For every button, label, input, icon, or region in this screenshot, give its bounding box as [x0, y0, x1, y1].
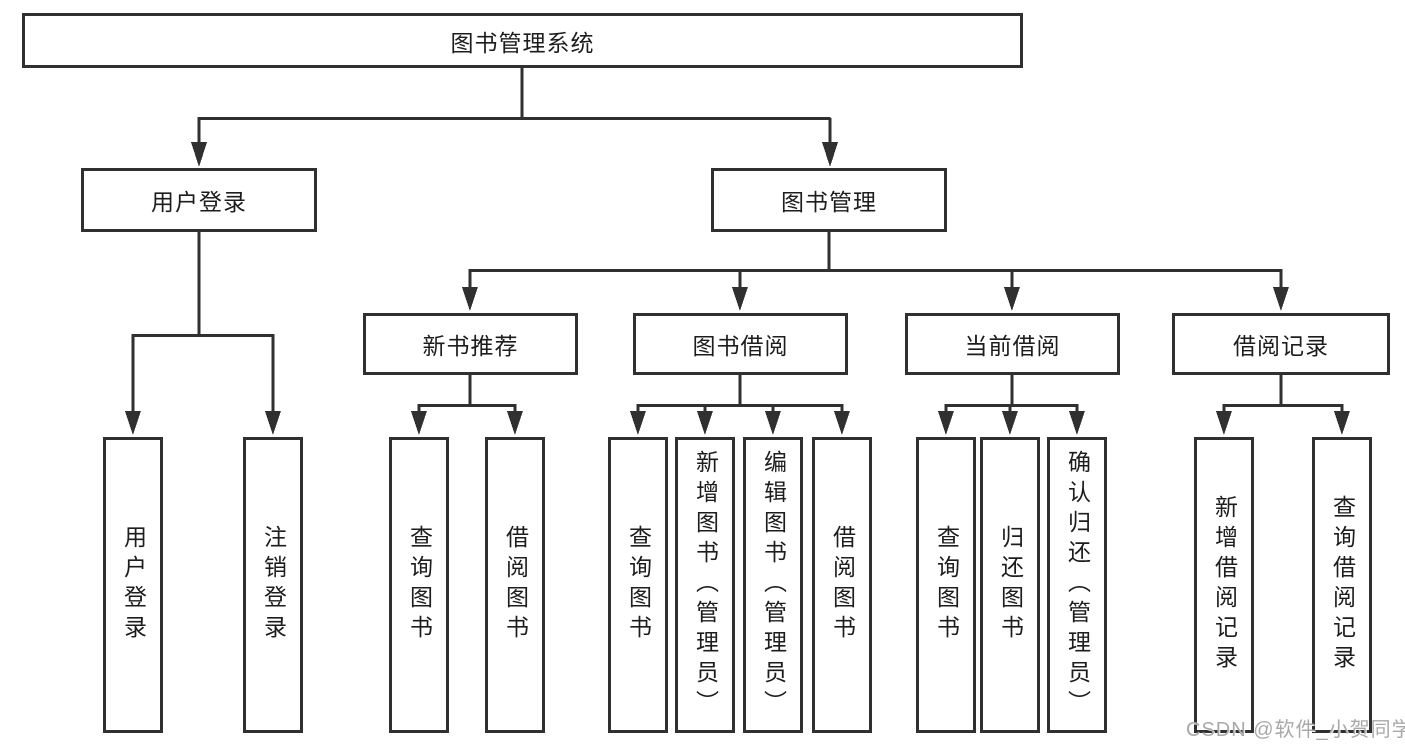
node-label: 图书借阅 [692, 333, 789, 359]
arrowhead [1273, 287, 1289, 311]
arrowhead [1004, 287, 1020, 311]
node-current-borrowing: 当前借阅 [905, 313, 1120, 375]
arrowhead [411, 411, 427, 435]
leaf-label: 查询图书 [406, 525, 433, 645]
csdn-watermark: CSDN @软件_小贺同学 [1186, 719, 1405, 741]
connector-root-to-level2 [191, 68, 838, 167]
arrowhead [765, 411, 781, 435]
leaf-query-borrow-record: 查询借阅记录 [1312, 437, 1372, 733]
leaf-logout: 注销登录 [243, 437, 303, 733]
arrowhead [125, 411, 141, 435]
leaf-label: 新增借阅记录 [1211, 495, 1238, 675]
leaf-query-books-current: 查询图书 [916, 437, 976, 733]
connector-records-to-leaves [1216, 375, 1350, 435]
arrowhead [822, 142, 838, 167]
leaf-query-books-borrow: 查询图书 [608, 437, 668, 733]
arrowhead [1002, 411, 1018, 435]
leaf-label: 确认归还（管理员） [1064, 450, 1091, 720]
connector-borrow-to-leaves [630, 375, 850, 435]
connector-mgmt-to-level3 [462, 232, 1289, 311]
arrowhead [732, 287, 748, 311]
leaf-confirm-return-admin: 确认归还（管理员） [1047, 437, 1107, 733]
node-library-management-system: 图书管理系统 [22, 13, 1023, 68]
node-label: 新书推荐 [422, 333, 519, 359]
leaf-label: 注销登录 [260, 525, 287, 645]
node-label: 图书管理系统 [450, 29, 595, 56]
node-book-management: 图书管理 [711, 168, 947, 232]
connector-login-to-leaves [125, 232, 281, 435]
leaf-label: 查询借阅记录 [1329, 495, 1356, 675]
leaf-label: 编辑图书（管理员） [760, 450, 787, 720]
node-borrow-records: 借阅记录 [1172, 313, 1390, 375]
leaf-return-books: 归还图书 [980, 437, 1040, 733]
leaf-label: 新增图书（管理员） [692, 450, 719, 720]
node-label: 图书管理 [781, 189, 877, 215]
leaf-edit-books-admin: 编辑图书（管理员） [743, 437, 803, 733]
arrowhead [938, 411, 954, 435]
node-label: 当前借阅 [964, 333, 1061, 359]
leaf-borrow-books-recommend: 借阅图书 [485, 437, 545, 733]
connector-recommend-to-leaves [411, 375, 523, 435]
node-label: 用户登录 [151, 189, 247, 215]
leaf-user-login: 用户登录 [103, 437, 163, 733]
arrowhead [630, 411, 646, 435]
arrowhead [834, 411, 850, 435]
arrowhead [462, 287, 478, 311]
node-user-login: 用户登录 [81, 168, 317, 232]
node-book-borrowing: 图书借阅 [633, 313, 848, 375]
connector-current-to-leaves [938, 375, 1085, 435]
arrowhead [507, 411, 523, 435]
leaf-label: 借阅图书 [829, 525, 856, 645]
leaf-label: 归还图书 [997, 525, 1024, 645]
node-label: 借阅记录 [1233, 333, 1329, 359]
leaf-add-books-admin: 新增图书（管理员） [675, 437, 735, 733]
leaf-query-books-recommend: 查询图书 [389, 437, 449, 733]
leaf-borrow-books: 借阅图书 [812, 437, 872, 733]
arrowhead [1069, 411, 1085, 435]
leaf-label: 查询图书 [625, 525, 652, 645]
arrowhead [1334, 411, 1350, 435]
leaf-label: 查询图书 [933, 525, 960, 645]
arrowhead [191, 142, 207, 167]
leaf-label: 用户登录 [120, 525, 147, 645]
arrowhead [265, 411, 281, 435]
arrowhead [697, 411, 713, 435]
arrowhead [1216, 411, 1232, 435]
leaf-label: 借阅图书 [502, 525, 529, 645]
node-new-book-recommend: 新书推荐 [363, 313, 578, 375]
leaf-add-borrow-record: 新增借阅记录 [1194, 437, 1254, 733]
